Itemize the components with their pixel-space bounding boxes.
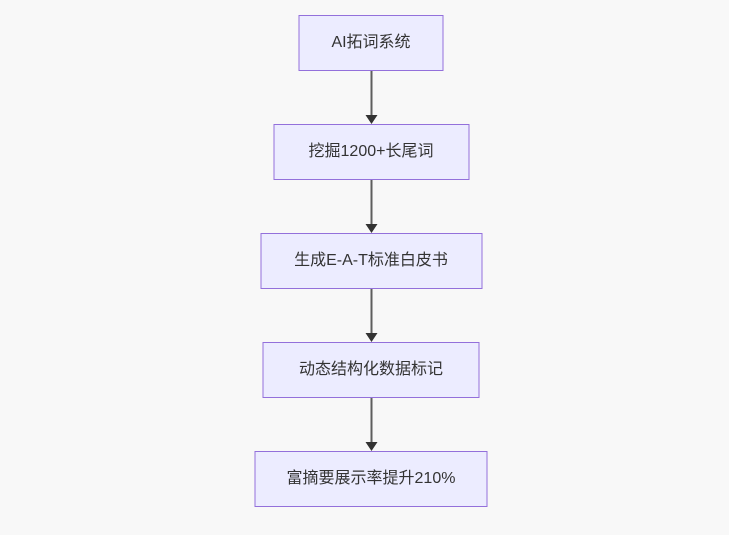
arrow-down-icon — [365, 333, 377, 342]
flow-node-3: 生成E-A-T标准白皮书 — [260, 233, 482, 289]
flow-node-1: AI拓词系统 — [298, 15, 444, 71]
flow-node-2-label: 挖掘1200+长尾词 — [308, 143, 434, 160]
arrow-down-icon — [365, 224, 377, 233]
flow-node-2: 挖掘1200+长尾词 — [273, 124, 469, 180]
edge-line — [370, 398, 372, 442]
flow-edge-4-5 — [365, 398, 377, 451]
flow-edge-1-2 — [365, 71, 377, 124]
flow-node-3-label: 生成E-A-T标准白皮书 — [294, 252, 448, 269]
flow-node-5: 富摘要展示率提升210% — [254, 451, 488, 507]
arrow-down-icon — [365, 115, 377, 124]
flow-edge-3-4 — [365, 289, 377, 342]
arrow-down-icon — [365, 442, 377, 451]
edge-line — [370, 289, 372, 333]
edge-line — [370, 71, 372, 115]
flowchart-column: AI拓词系统 挖掘1200+长尾词 生成E-A-T标准白皮书 动态结构化数据标记 — [254, 15, 488, 507]
flow-node-4: 动态结构化数据标记 — [262, 342, 480, 398]
edge-line — [370, 180, 372, 224]
flow-node-4-label: 动态结构化数据标记 — [298, 361, 443, 378]
flow-node-5-label: 富摘要展示率提升210% — [286, 470, 456, 487]
flow-edge-2-3 — [365, 180, 377, 233]
flow-node-1-label: AI拓词系统 — [331, 34, 411, 51]
